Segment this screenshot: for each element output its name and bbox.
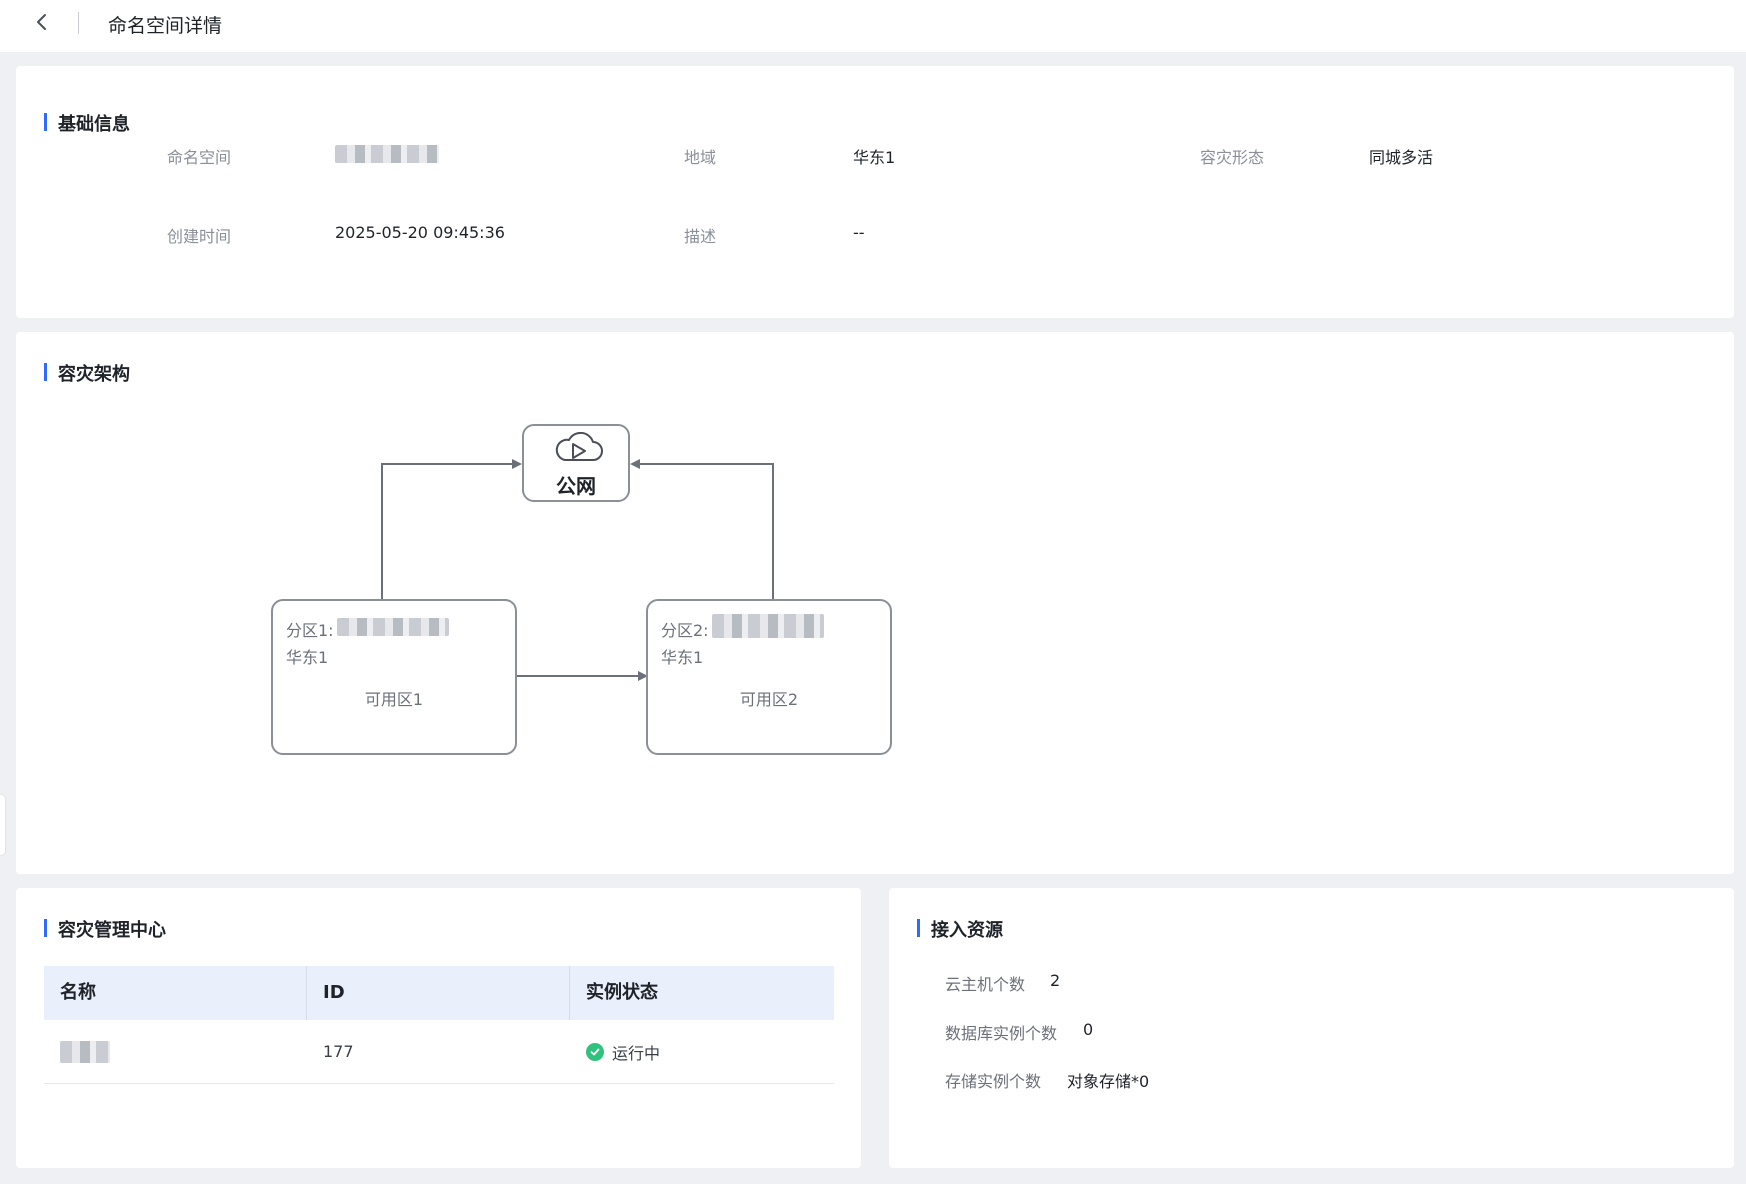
column-header-id: ID [307,966,570,1020]
resource-storage-value: 对象存储*0 [1067,1072,1150,1091]
zone2-node[interactable]: 分区2: 华东1 可用区2 [646,599,892,755]
cell-name [44,1020,307,1084]
zone1-region: 华东1 [286,648,329,667]
basic-info-title: 基础信息 [44,110,130,136]
desc-label: 描述 [684,227,717,246]
zone2-name-masked [712,614,824,638]
zone2-region: 华东1 [661,648,704,667]
status-text: 运行中 [612,1043,661,1063]
dr-center-table: 名称 ID 实例状态 177 运行中 [44,966,834,1084]
side-panel-handle[interactable] [0,795,5,855]
cell-status: 运行中 [570,1020,834,1084]
column-header-status: 实例状态 [586,982,658,1003]
table-row[interactable]: 177 运行中 [44,1020,834,1084]
check-circle-icon [586,1042,604,1061]
namespace-label: 命名空间 [167,148,232,167]
row-name-masked [60,1040,110,1063]
dr-center-card: 容灾管理中心 名称 ID 实例状态 177 运行中 [16,888,861,1168]
page-title: 命名空间详情 [108,15,223,37]
desc-value: -- [853,223,865,242]
cell-id: 177 [323,1042,354,1061]
resource-vm-value: 2 [1050,971,1061,990]
created-value: 2025-05-20 09:45:36 [335,223,505,242]
resource-vm-label: 云主机个数 [945,975,1026,994]
dr-mode-label: 容灾形态 [1200,148,1265,167]
region-label: 地域 [684,148,717,167]
column-header-name: 名称 [44,966,307,1020]
resources-card: 接入资源 云主机个数 2 数据库实例个数 0 存储实例个数 对象存储*0 [889,888,1734,1168]
top-bar: 命名空间详情 [0,0,1746,52]
architecture-title: 容灾架构 [44,360,130,386]
public-network-label: 公网 [556,474,596,498]
cloud-icon [555,432,603,461]
dr-center-title: 容灾管理中心 [44,916,166,942]
architecture-connectors [377,459,778,681]
title-divider [78,12,79,34]
chevron-left-icon [37,14,46,30]
connector-zone1-public [377,459,522,608]
dr-mode-value: 同城多活 [1369,148,1434,167]
architecture-card: 容灾架构 公网 分区1: 华东1 可用区1 分区2: 华东1 可用区2 [16,332,1734,874]
back-button[interactable] [30,10,54,34]
zone1-az: 可用区1 [364,690,424,709]
public-network-node[interactable]: 公网 [522,424,630,502]
resource-storage-label: 存储实例个数 [945,1072,1042,1091]
table-header: 名称 ID 实例状态 [44,966,834,1020]
zone2-label: 分区2: [661,621,709,640]
resource-db-label: 数据库实例个数 [945,1024,1058,1043]
region-value: 华东1 [853,148,896,167]
connector-zone2-public [630,459,778,608]
resource-db-value: 0 [1083,1020,1094,1039]
zone2-az: 可用区2 [739,690,799,709]
zone1-label: 分区1: [286,621,334,640]
namespace-value-masked [335,145,439,163]
zone1-name-masked [337,618,449,636]
zone1-node[interactable]: 分区1: 华东1 可用区1 [271,599,517,755]
created-label: 创建时间 [167,227,232,246]
basic-info-card: 基础信息 命名空间 地域 华东1 容灾形态 同城多活 创建时间 2025-05-… [16,66,1734,318]
resources-title: 接入资源 [917,916,1003,942]
